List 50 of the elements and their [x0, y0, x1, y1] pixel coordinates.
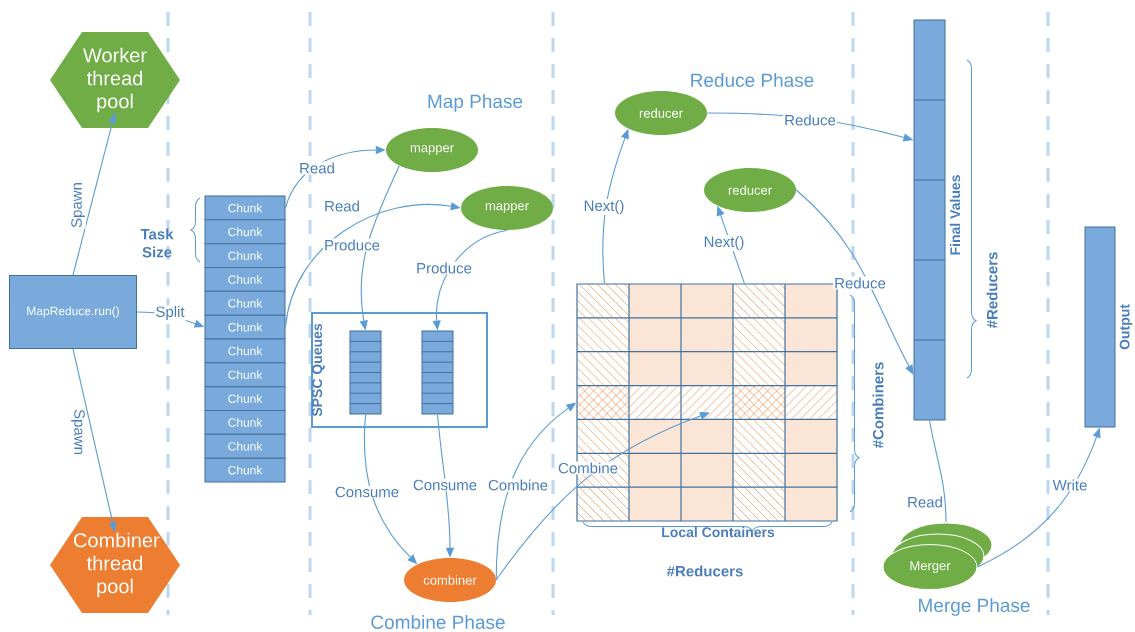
- edge-label: Write: [1051, 478, 1089, 492]
- merger-stack: Merger: [882, 522, 993, 590]
- chunk-box: Chunk: [204, 362, 286, 388]
- edge-label: Consume: [411, 478, 479, 492]
- chunk-box: Chunk: [204, 267, 286, 292]
- edge-label: Reduce: [833, 276, 887, 290]
- side-label: Output: [1119, 304, 1133, 350]
- edge-label: Combine: [487, 478, 549, 492]
- queue-bar: [349, 330, 382, 415]
- thread-pool-hexagon: Combiner thread pool: [50, 517, 180, 613]
- edge-label: Read: [906, 495, 944, 509]
- brace-label: #Reducers: [986, 252, 998, 329]
- edge-label: Produce: [415, 261, 473, 275]
- phase-title: Merge Phase: [919, 598, 1030, 616]
- edge-label: Combine: [557, 461, 619, 475]
- edge-label: Spawn: [70, 181, 86, 229]
- chunk-box: Chunk: [204, 219, 286, 245]
- edge-label: Consume: [333, 485, 401, 499]
- edge-label: Reduce: [783, 113, 837, 127]
- chunk-box: Chunk: [204, 433, 286, 459]
- phase-title: Reduce Phase: [691, 73, 814, 87]
- chunk-box: Chunk: [204, 409, 286, 435]
- edge-label: Spawn: [70, 408, 86, 456]
- chunk-box: Chunk: [204, 386, 286, 411]
- edge-label: Read: [323, 199, 361, 213]
- arrow: [495, 412, 710, 581]
- brace-label: #Combiners: [872, 362, 884, 449]
- side-label: Local Containers: [662, 526, 775, 538]
- chunk-box: Chunk: [204, 338, 286, 364]
- edge-label: Split: [154, 305, 186, 321]
- chunk-box: Chunk: [204, 195, 286, 221]
- thread-pool-hexagon: Worker thread pool: [50, 32, 180, 128]
- edge-label: Next(): [702, 235, 746, 251]
- chunk-box: Chunk: [204, 290, 286, 316]
- phase-title: Map Phase: [428, 94, 523, 112]
- output-bar: [1084, 226, 1116, 428]
- edge-label: Next(): [582, 199, 626, 215]
- queue-frame: SPSC Queues: [311, 312, 488, 428]
- edge-label: Read: [298, 161, 336, 175]
- edge-label: Produce: [323, 238, 381, 252]
- process-box: MapReduce.run(): [9, 275, 137, 349]
- brace-label: #Reducers: [666, 565, 743, 577]
- side-label: Final Values: [949, 175, 961, 255]
- arrow: [795, 189, 914, 375]
- brace-label: Task Size: [140, 228, 174, 258]
- queue-bar: [421, 330, 454, 415]
- value-column: [913, 19, 946, 421]
- chunk-box: Chunk: [204, 457, 286, 483]
- chunk-box: Chunk: [204, 314, 286, 340]
- chunk-box: Chunk: [204, 243, 286, 268]
